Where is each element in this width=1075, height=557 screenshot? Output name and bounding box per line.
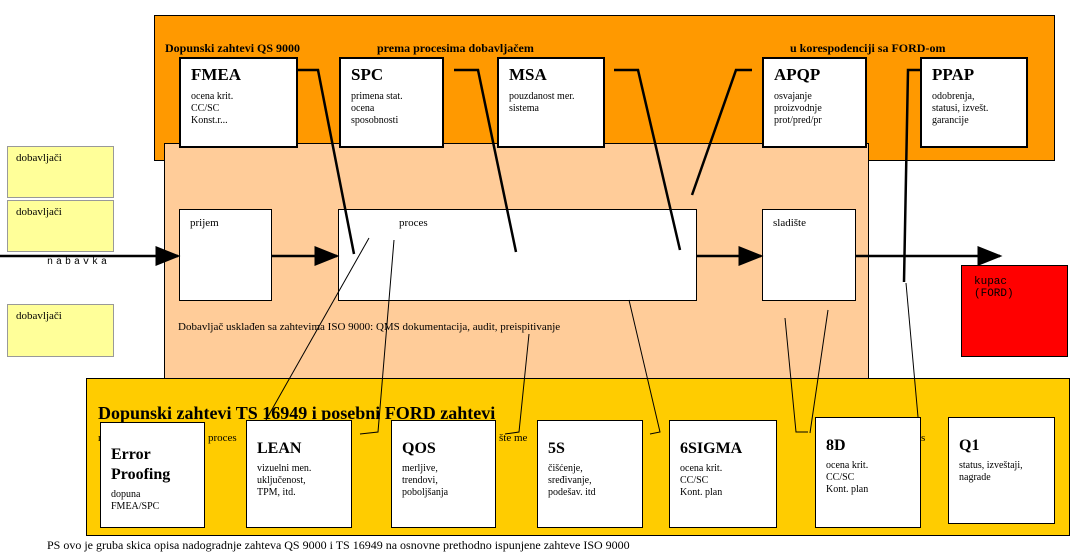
card-title: PPAP [932,65,975,84]
card-desc: osvajanje proizvodnje prot/pred/pr [774,91,822,126]
card-title: APQP [774,65,821,84]
header-part1: Dopunski zahtevi QS 9000 [165,41,301,55]
card-8d[interactable]: 8D ocena krit. CC/SC Kont. plan [815,417,921,528]
card-fmea[interactable]: FMEA ocena krit. CC/SC Konst.r... [179,57,298,148]
proces-label: proces [399,217,428,229]
hidden-fragment: r [98,432,102,444]
input-label: nabavka [47,257,111,268]
connector-5s [504,333,530,435]
card-apqp[interactable]: APQP osvajanje proizvodnje prot/pred/pr [762,57,867,148]
card-title: SPC [351,65,384,84]
skladiste-box: sladište [762,209,856,301]
supplier-box: dobavljači [7,146,114,198]
connector-lean [265,237,370,421]
card-msa[interactable]: MSA pouzdanost mer. sistema [497,57,605,148]
header-part2: prema procesima dobavljačem [377,41,534,55]
connector-spc [454,68,518,253]
card-5s[interactable]: 5S čišćenje, sređivanje, podešav. itd [537,420,643,528]
card-qos[interactable]: QOS merljive, trendovi, poboljšanja [391,420,496,528]
supplier-box: dobavljači [7,200,114,252]
card-title: QOS [402,440,436,457]
card-title: MSA [509,65,547,84]
card-title: 8D [826,437,846,454]
connector-msa [614,68,682,251]
hidden-fragment: proces [208,432,237,444]
customer-box: kupac (FORD) [961,265,1068,357]
card-spc[interactable]: SPC primena stat. ocena sposobnosti [339,57,444,148]
card-desc: status, izveštaji, nagrade [959,460,1023,483]
card-desc: čišćenje, sređivanje, podešav. itd [548,463,596,498]
card-desc: pouzdanost mer. sistema [509,91,575,114]
card-q1[interactable]: Q1 status, izveštaji, nagrade [948,417,1055,524]
connector-ppap [902,68,920,283]
card-desc: dopuna FMEA/SPC [111,489,160,512]
card-title: LEAN [257,440,302,457]
proces-box: proces [338,209,697,301]
card-desc: ocena krit. CC/SC Kont. plan [826,460,869,495]
card-title: 5S [548,440,565,457]
card-title: Q1 [959,437,980,454]
header-part3: u korespodenciji sa FORD-om [790,41,946,55]
connector-q1 [905,282,919,418]
hidden-fragment: s [921,432,926,444]
footer-note: PS ovo je gruba skica opisa nadogradnje … [47,538,630,552]
connector-8d-a [784,317,808,433]
card-title: FMEA [191,65,242,84]
card-desc: odobrenja, statusi, izvešt. garancije [932,91,989,126]
supplier-box: dobavljači [7,304,114,357]
iso-note: Dobavljač usklađen sa zahtevima ISO 9000… [178,321,561,333]
card-desc: ocena krit. CC/SC Kont. plan [680,463,723,498]
card-desc: primena stat. ocena sposobnosti [351,91,403,126]
card-6sigma[interactable]: 6SIGMA ocena krit. CC/SC Kont. plan [669,420,777,528]
connector-apqp [690,68,752,196]
connector-fmea [298,68,356,255]
card-lean[interactable]: LEAN vizuelni men. uključenost, TPM, itd… [246,420,352,528]
card-error-proofing[interactable]: Error Proofing dopuna FMEA/SPC [100,422,205,528]
connector-8d-b [809,309,829,434]
card-ppap[interactable]: PPAP odobrenja, statusi, izvešt. garanci… [920,57,1028,148]
card-title: Error Proofing [111,446,171,483]
bottom-title: Dopunski zahtevi TS 16949 i posebni FORD… [98,403,496,423]
card-desc: vizuelni men. uključenost, TPM, itd. [257,463,312,498]
connector-qos [359,239,395,435]
card-title: 6SIGMA [680,440,743,457]
card-desc: ocena krit. CC/SC Konst.r... [191,91,234,126]
hidden-fragment: šte me [499,432,528,444]
connector-6sigma [628,299,661,435]
prijem-box: prijem [179,209,272,301]
card-desc: merljive, trendovi, poboljšanja [402,463,449,498]
